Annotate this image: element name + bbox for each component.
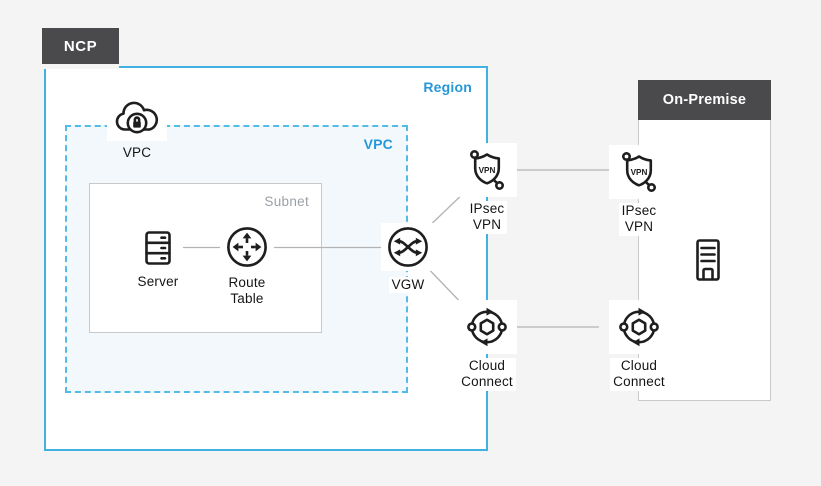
- ipsec-left-icon-wrap: VPN: [457, 143, 517, 197]
- ipsec-vpn-onprem-label: IPsec VPN: [618, 203, 660, 236]
- vpc-container-label: VPC: [363, 136, 393, 152]
- node-server: Server: [113, 226, 203, 290]
- ipsec-vpn-region-label: IPsec VPN: [466, 201, 508, 234]
- cloud-lock-icon: [115, 101, 159, 134]
- node-ipsec-vpn-onprem: VPN IPsec VPN: [594, 145, 684, 236]
- vpn-badge-text: VPN: [479, 166, 496, 175]
- subnet-container: Subnet: [89, 183, 322, 333]
- node-onprem-server: [663, 233, 753, 287]
- vpc-icon-wrap: [107, 95, 167, 141]
- ncp-header-tag: NCP: [42, 28, 119, 69]
- cloud-connect-icon: [467, 307, 507, 347]
- node-cloud-connect-onprem: Cloud Connect: [594, 300, 684, 391]
- server-label: Server: [137, 274, 179, 289]
- route-table-label: Route Table: [228, 275, 266, 307]
- building-server-icon: [696, 239, 720, 281]
- node-vpc: VPC: [92, 95, 182, 161]
- cloud-connect-left-icon-wrap: [457, 300, 517, 354]
- ncp-header-label: NCP: [63, 37, 98, 55]
- vgw-label: VGW: [388, 277, 428, 294]
- node-route-table: Route Table: [202, 223, 292, 308]
- vpn-badge-text: VPN: [631, 168, 648, 177]
- onprem-server-icon-wrap: [683, 233, 733, 287]
- region-label: Region: [423, 79, 472, 95]
- server-rack-icon: [145, 231, 171, 265]
- virtual-gateway-icon: [388, 227, 428, 267]
- on-premise-header: On-Premise: [638, 80, 771, 120]
- cloud-connect-region-label: Cloud Connect: [458, 358, 516, 391]
- node-ipsec-vpn-region: VPN IPsec VPN: [442, 143, 532, 234]
- vpn-shield-icon: VPN: [470, 150, 504, 190]
- on-premise-label: On-Premise: [662, 92, 747, 108]
- cloud-connect-onprem-label: Cloud Connect: [610, 358, 668, 391]
- subnet-label: Subnet: [264, 194, 309, 209]
- vpn-shield-icon: VPN: [622, 152, 656, 192]
- ipsec-right-icon-wrap: VPN: [609, 145, 669, 199]
- vgw-icon-wrap: [381, 223, 435, 271]
- vpc-icon-label: VPC: [122, 145, 152, 160]
- cloud-connect-icon: [619, 307, 659, 347]
- cloud-connect-right-icon-wrap: [609, 300, 669, 354]
- route-table-icon: [227, 227, 267, 267]
- node-vgw: VGW: [363, 223, 453, 294]
- node-cloud-connect-region: Cloud Connect: [442, 300, 532, 391]
- route-table-icon-wrap: [220, 223, 274, 271]
- server-icon-wrap: [133, 226, 183, 270]
